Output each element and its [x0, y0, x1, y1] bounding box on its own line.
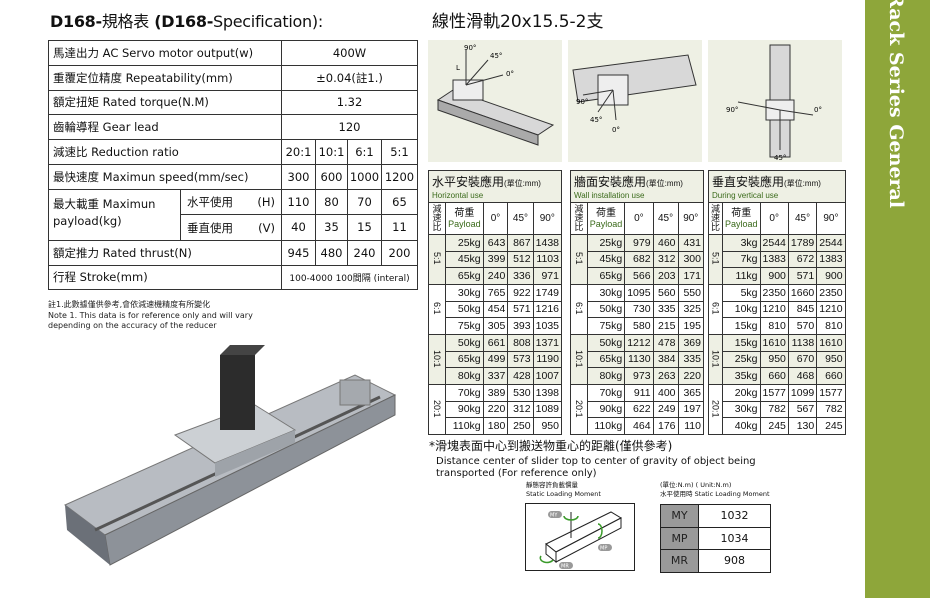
moment-unit-label: (單位:N.m) ( Unit:N.m)水平使用時 Static Loading… [660, 481, 770, 498]
svg-text:0°: 0° [814, 106, 822, 114]
spec-value: 1.32 [281, 89, 418, 116]
spec-label: 額定扭矩 Rated torque(N.M) [48, 89, 282, 116]
product-image [64, 345, 397, 566]
rail-title: 線性滑軌20x15.5-2支 [432, 12, 604, 32]
spec-label: 馬達出力 AC Servo motor output(w) [48, 40, 282, 66]
h-unit: (H) [257, 195, 275, 210]
spec-table: 馬達出力 AC Servo motor output(w)400W 重覆定位精度… [48, 40, 418, 291]
vertical-diagram: 90° 45° 0° [708, 40, 842, 162]
payload-label: 最大載重 Maximun payload(kg) [49, 189, 181, 240]
wall-diagram: 90° 45° 0° [568, 40, 702, 162]
horizontal-diagram: 90° 45° 0° L [428, 40, 562, 162]
page-title: D168-規格表 (D168-Specification): [50, 12, 323, 31]
svg-text:MY: MY [550, 513, 558, 519]
svg-text:0°: 0° [506, 70, 514, 78]
series-side-banner: Rack Series General [865, 0, 930, 598]
spec-label: 重覆定位精度 Repeatability(mm) [48, 64, 282, 91]
svg-text:45°: 45° [590, 116, 602, 124]
svg-text:0°: 0° [612, 126, 620, 134]
v-label: 垂直使用 [187, 220, 233, 235]
h-label: 水平使用 [187, 195, 233, 210]
svg-text:L: L [456, 64, 460, 72]
moment-table: 牆面安裝應用(單位:mm)Wall installation use 減速比荷重… [570, 170, 705, 435]
spec-label: 齒輪導程 Gear lead [48, 114, 282, 141]
svg-text:45°: 45° [774, 154, 786, 162]
svg-text:45°: 45° [490, 52, 502, 60]
spec-value: ±0.04(註1.) [281, 64, 418, 91]
v-unit: (V) [258, 220, 275, 235]
moment-diagram: MY MP MR [525, 503, 635, 571]
distance-note: *滑塊表面中心到搬送物重心的距離(僅供參考) Distance center o… [429, 439, 756, 479]
svg-text:MP: MP [600, 546, 607, 552]
svg-text:MR: MR [561, 564, 569, 570]
svg-text:90°: 90° [464, 44, 476, 52]
spec-value: 400W [281, 40, 418, 66]
spec-value: 120 [281, 114, 418, 141]
svg-text:90°: 90° [726, 106, 738, 114]
svg-text:90°: 90° [576, 98, 588, 106]
